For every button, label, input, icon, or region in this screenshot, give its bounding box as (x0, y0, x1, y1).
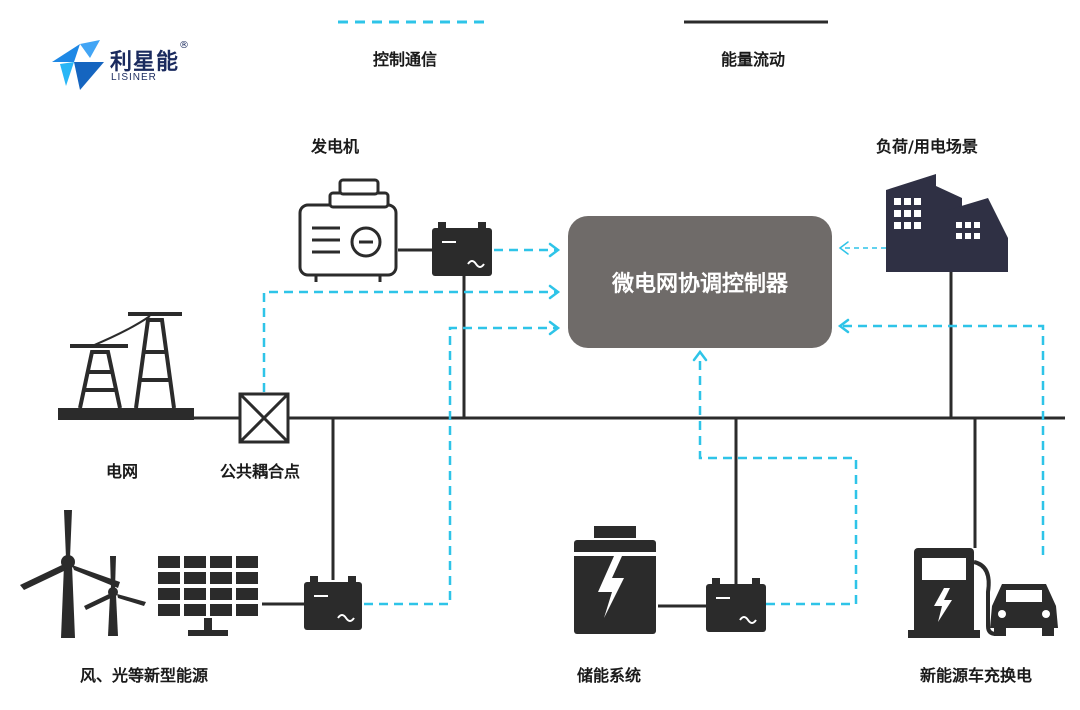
logo-subtitle: LISINER (111, 72, 157, 83)
grid-tower-icon (58, 312, 194, 420)
pcc-switch-icon (238, 392, 290, 444)
load-label: 负荷/用电场景 (876, 137, 978, 156)
generator-label: 发电机 (311, 137, 360, 156)
renewable-inverter-icon (304, 576, 362, 630)
building-icon (886, 174, 1008, 272)
solar-panel-icon (158, 556, 258, 636)
wind-turbine-icon (20, 510, 146, 638)
ev-charger-icon (908, 548, 997, 638)
arrowheads (548, 241, 850, 362)
pcc-label: 公共耦合点 (220, 462, 301, 481)
storage-label: 储能系统 (577, 666, 642, 685)
grid-label: 电网 (106, 462, 139, 481)
car-icon (990, 584, 1058, 636)
logo-icon (52, 40, 104, 90)
legend-control-label: 控制通信 (373, 50, 438, 69)
legend-energy-label: 能量流动 (721, 50, 786, 69)
renewable-label: 风、光等新型能源 (80, 666, 209, 685)
battery-icon (574, 526, 656, 634)
generator-inverter-icon (432, 222, 492, 276)
controller-box (568, 216, 832, 348)
logo-text: 利星能 (110, 50, 180, 75)
ev-label: 新能源车充换电 (920, 666, 1033, 685)
storage-inverter-icon (706, 578, 766, 632)
controller-label: 微电网协调控制器 (611, 272, 788, 297)
control-lines (262, 247, 1045, 606)
logo-registered-mark: ® (179, 40, 189, 51)
generator-icon (298, 178, 398, 282)
energy-lines (58, 248, 1065, 608)
